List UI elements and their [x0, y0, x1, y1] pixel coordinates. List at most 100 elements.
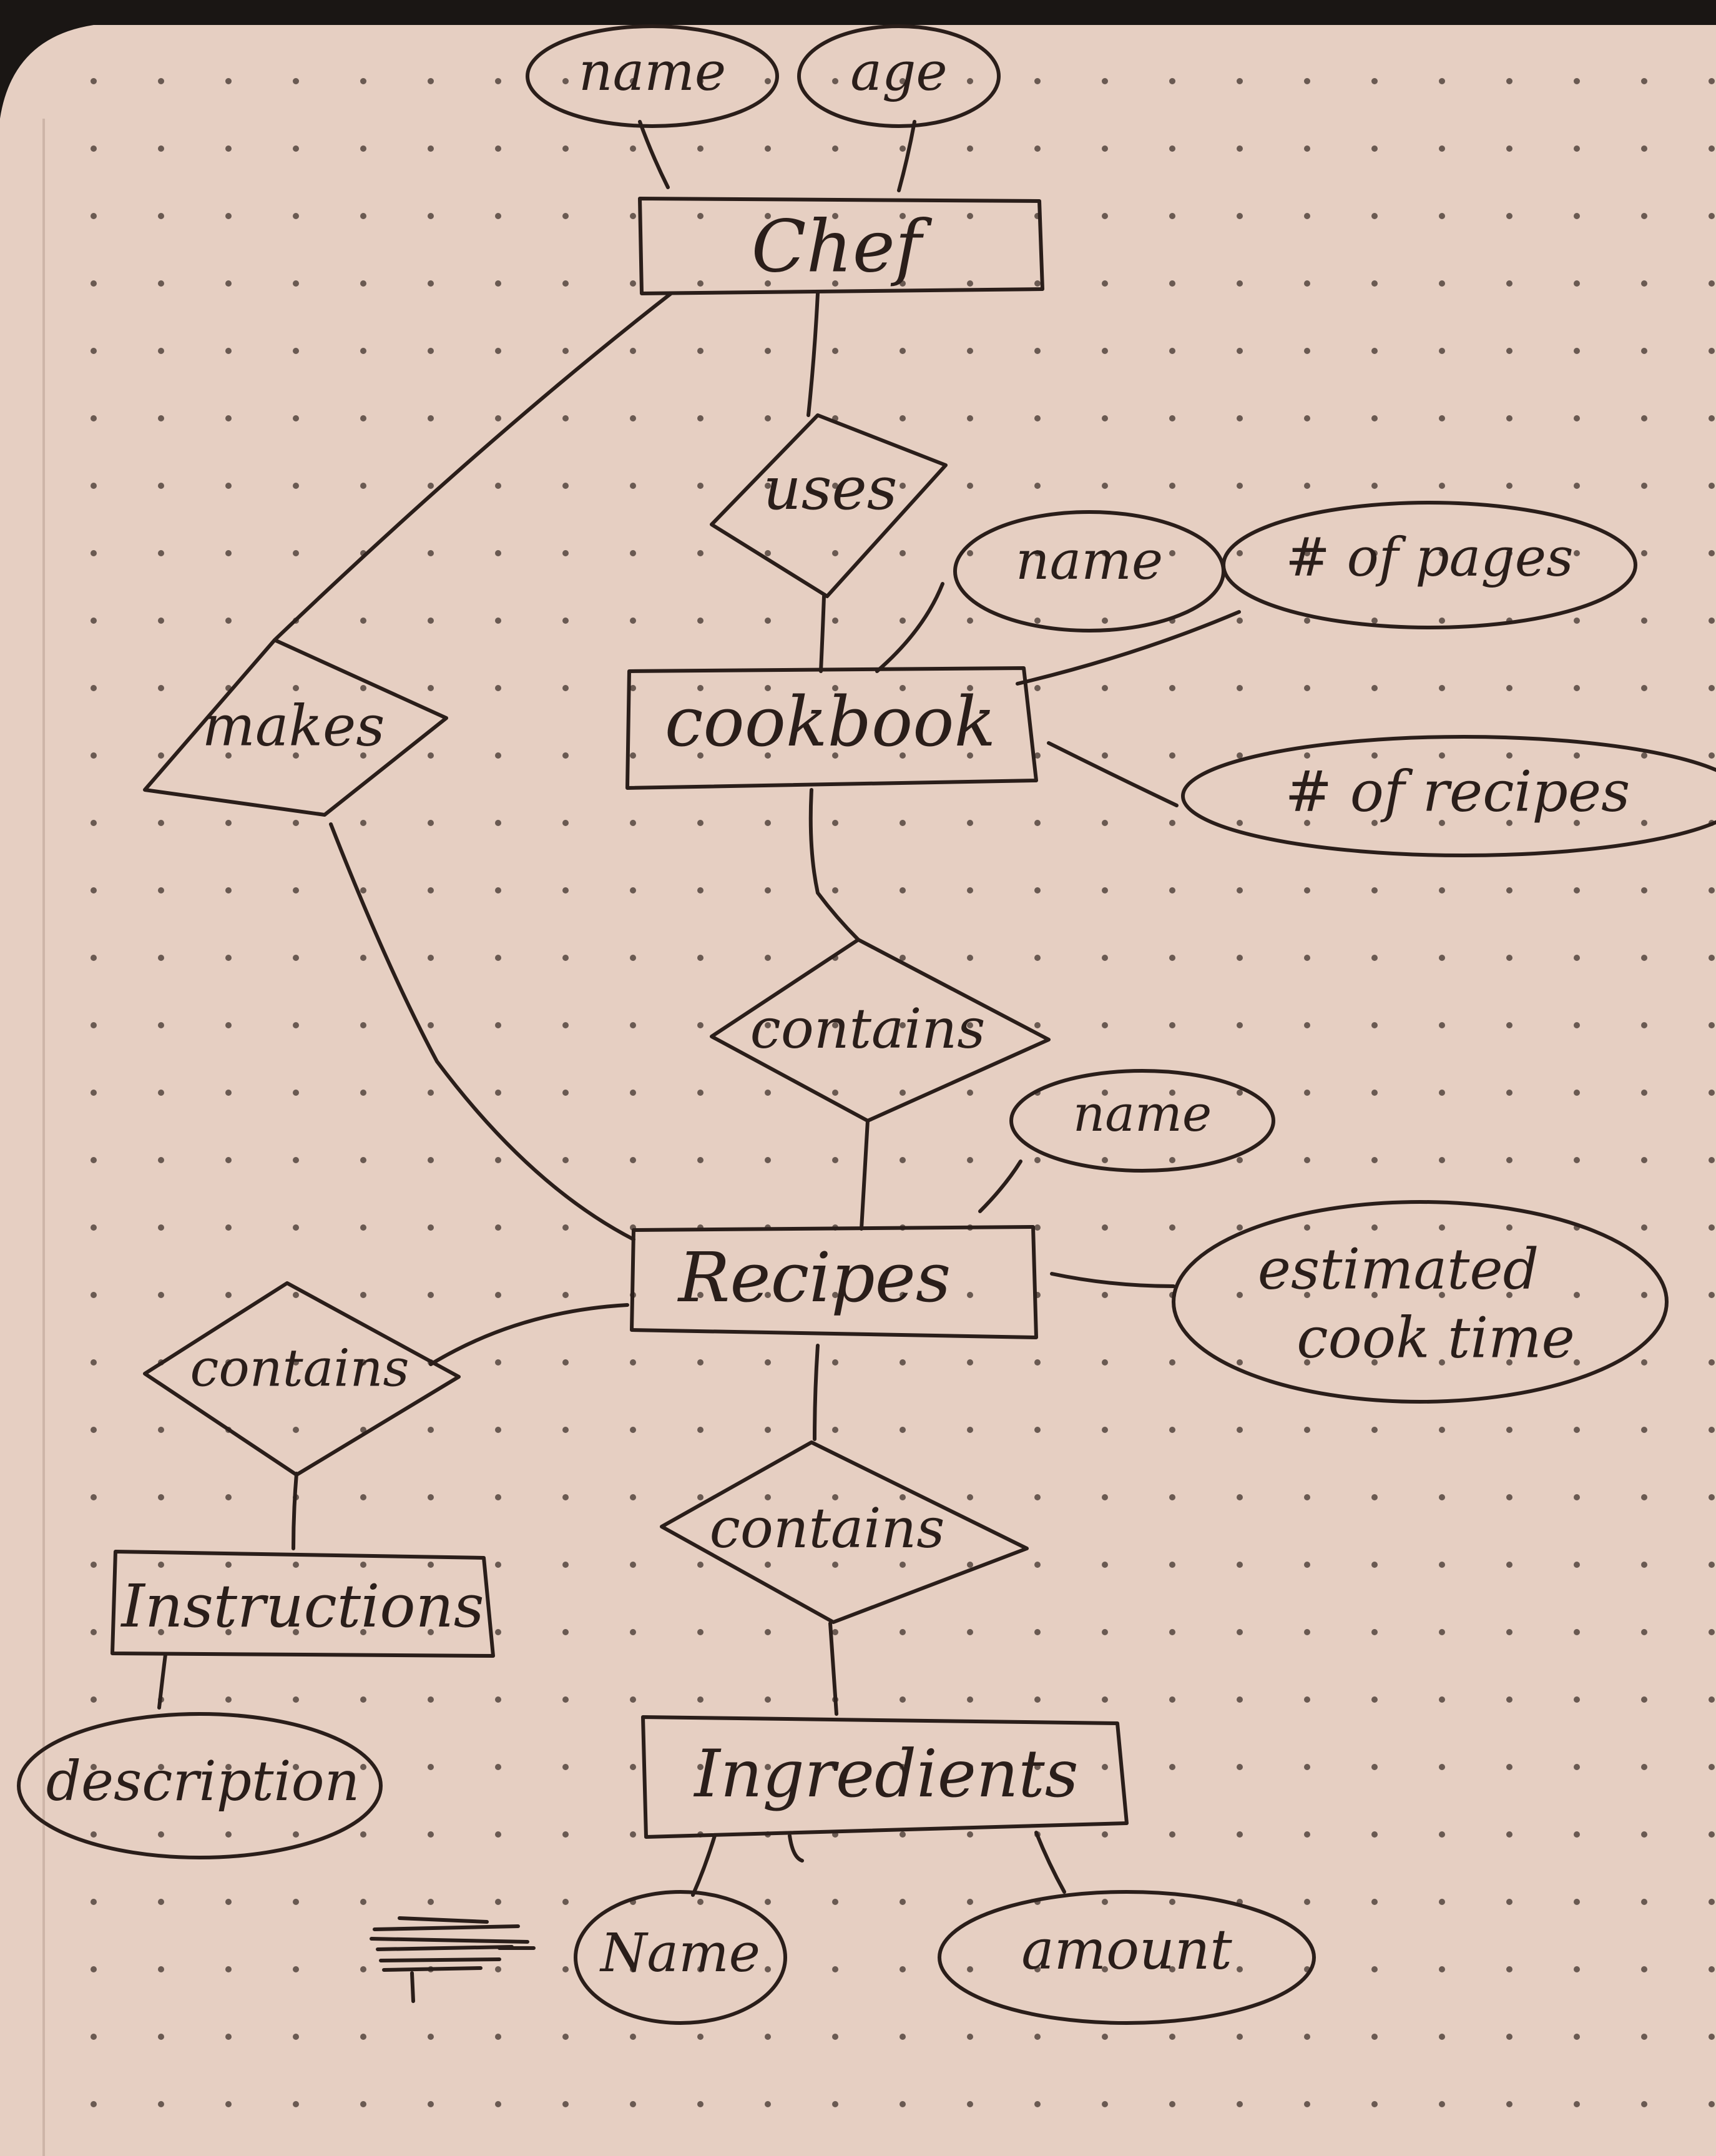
grid-dot: [225, 1494, 232, 1500]
grid-dot: [630, 213, 636, 219]
grid-dot: [562, 1629, 569, 1635]
grid-dot: [360, 1629, 366, 1635]
grid-dot: [1102, 2034, 1108, 2040]
grid-dot: [1169, 1899, 1175, 1905]
grid-dot: [697, 1966, 704, 1972]
relationship-contains-recipes-ingredients-diamond: [660, 1440, 1029, 1624]
grid-dot: [225, 213, 232, 219]
grid-dot: [225, 1562, 232, 1568]
grid-dot: [765, 1022, 771, 1028]
grid-dot: [1506, 550, 1513, 556]
grid-dot: [1709, 550, 1715, 556]
grid-dot: [630, 887, 636, 893]
grid-dot: [1641, 280, 1647, 287]
grid-dot: [630, 618, 636, 624]
grid-dot: [967, 1427, 973, 1433]
grid-dot: [1169, 955, 1175, 961]
grid-dot: [158, 1899, 164, 1905]
grid-dot: [1169, 145, 1175, 152]
grid-dot: [1034, 348, 1041, 354]
grid-dot: [967, 1696, 973, 1703]
relationship-contains-recipes-instructions-label: contains: [190, 1339, 409, 1399]
grid-dot: [630, 1629, 636, 1635]
grid-dot: [225, 1090, 232, 1096]
grid-dot: [1371, 1899, 1378, 1905]
grid-dot: [1439, 1090, 1445, 1096]
grid-dot: [1102, 1022, 1108, 1028]
grid-dot: [562, 685, 569, 691]
attribute-chef-age-ellipse: [797, 24, 1001, 128]
grid-dot: [495, 752, 501, 759]
grid-dot: [1574, 1090, 1580, 1096]
grid-dot: [697, 1427, 704, 1433]
grid-dot: [1371, 1966, 1378, 1972]
grid-dot: [158, 1022, 164, 1028]
grid-dot: [630, 1022, 636, 1028]
grid-dot: [428, 280, 434, 287]
grid-dot: [293, 2034, 299, 2040]
grid-dot: [967, 78, 973, 84]
grid-dot: [91, 820, 97, 826]
grid-dot: [1439, 685, 1445, 691]
grid-dot: [967, 213, 973, 219]
grid-dot: [1641, 213, 1647, 219]
grid-dot: [1371, 887, 1378, 893]
grid-dot: [1102, 1090, 1108, 1096]
grid-dot: [225, 1629, 232, 1635]
dot-grid: [91, 78, 1715, 2107]
grid-dot: [1506, 685, 1513, 691]
grid-dot: [1237, 955, 1243, 961]
grid-dot: [1304, 685, 1310, 691]
grid-dot: [495, 685, 501, 691]
relationship-uses-label: uses: [763, 455, 898, 523]
grid-dot: [1574, 145, 1580, 152]
grid-dot: [900, 1696, 906, 1703]
grid-dot: [158, 213, 164, 219]
grid-dot: [765, 1157, 771, 1163]
grid-dot: [562, 1157, 569, 1163]
grid-dot: [1102, 1562, 1108, 1568]
grid-dot: [900, 1427, 906, 1433]
grid-dot: [765, 685, 771, 691]
attribute-chef-age-label: age: [850, 41, 947, 103]
grid-dot: [1641, 415, 1647, 421]
grid-dot: [1641, 820, 1647, 826]
grid-dot: [900, 820, 906, 826]
grid-dot: [293, 1696, 299, 1703]
grid-dot: [1439, 213, 1445, 219]
grid-dot: [967, 415, 973, 421]
grid-dot: [1237, 1022, 1243, 1028]
grid-dot: [832, 1292, 838, 1298]
grid-dot: [1034, 483, 1041, 489]
grid-dot: [1439, 415, 1445, 421]
grid-dot: [1574, 1292, 1580, 1298]
entity-ingredients-label: Ingredients: [693, 1736, 1078, 1812]
grid-dot: [1439, 1157, 1445, 1163]
grid-dot: [1034, 752, 1041, 759]
grid-dot: [1304, 145, 1310, 152]
grid-dot: [158, 1427, 164, 1433]
grid-dot: [630, 483, 636, 489]
grid-dot: [1304, 1292, 1310, 1298]
grid-dot: [158, 887, 164, 893]
grid-dot: [91, 1696, 97, 1703]
grid-dot: [1237, 1966, 1243, 1972]
grid-dot: [1237, 2034, 1243, 2040]
grid-dot: [1709, 348, 1715, 354]
grid-dot: [1506, 1899, 1513, 1905]
attribute-ingredient-amount: amount: [938, 1890, 1316, 2025]
grid-dot: [1304, 415, 1310, 421]
grid-dot: [1641, 1629, 1647, 1635]
grid-dot: [562, 145, 569, 152]
grid-dot: [1169, 1696, 1175, 1703]
grid-dot: [293, 1629, 299, 1635]
grid-dot: [225, 348, 232, 354]
grid-dot: [495, 348, 501, 354]
grid-dot: [91, 1224, 97, 1231]
grid-dot: [832, 1157, 838, 1163]
grid-dot: [1169, 1427, 1175, 1433]
grid-dot: [495, 955, 501, 961]
grid-dot: [1237, 1359, 1243, 1366]
grid-dot: [1641, 1224, 1647, 1231]
grid-dot: [1574, 78, 1580, 84]
